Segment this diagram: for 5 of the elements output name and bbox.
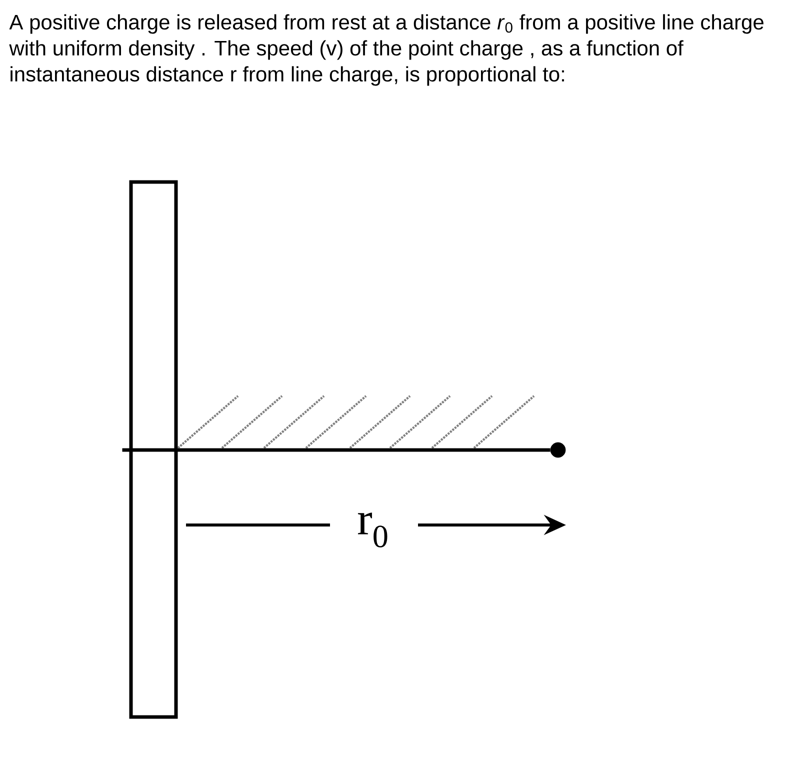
dimension-label: r$_{0}$ bbox=[358, 512, 388, 548]
connecting-line bbox=[122, 448, 550, 452]
point-charge bbox=[550, 442, 566, 458]
line-charge-rod bbox=[129, 180, 178, 719]
question-text: A positive charge is released from rest at a distance r$_{0}$ from a positive line charge with uniform density . The speed (v) of the point charge , as a function of instantaneous distance r from line charge, is proportional to: bbox=[9, 14, 764, 86]
